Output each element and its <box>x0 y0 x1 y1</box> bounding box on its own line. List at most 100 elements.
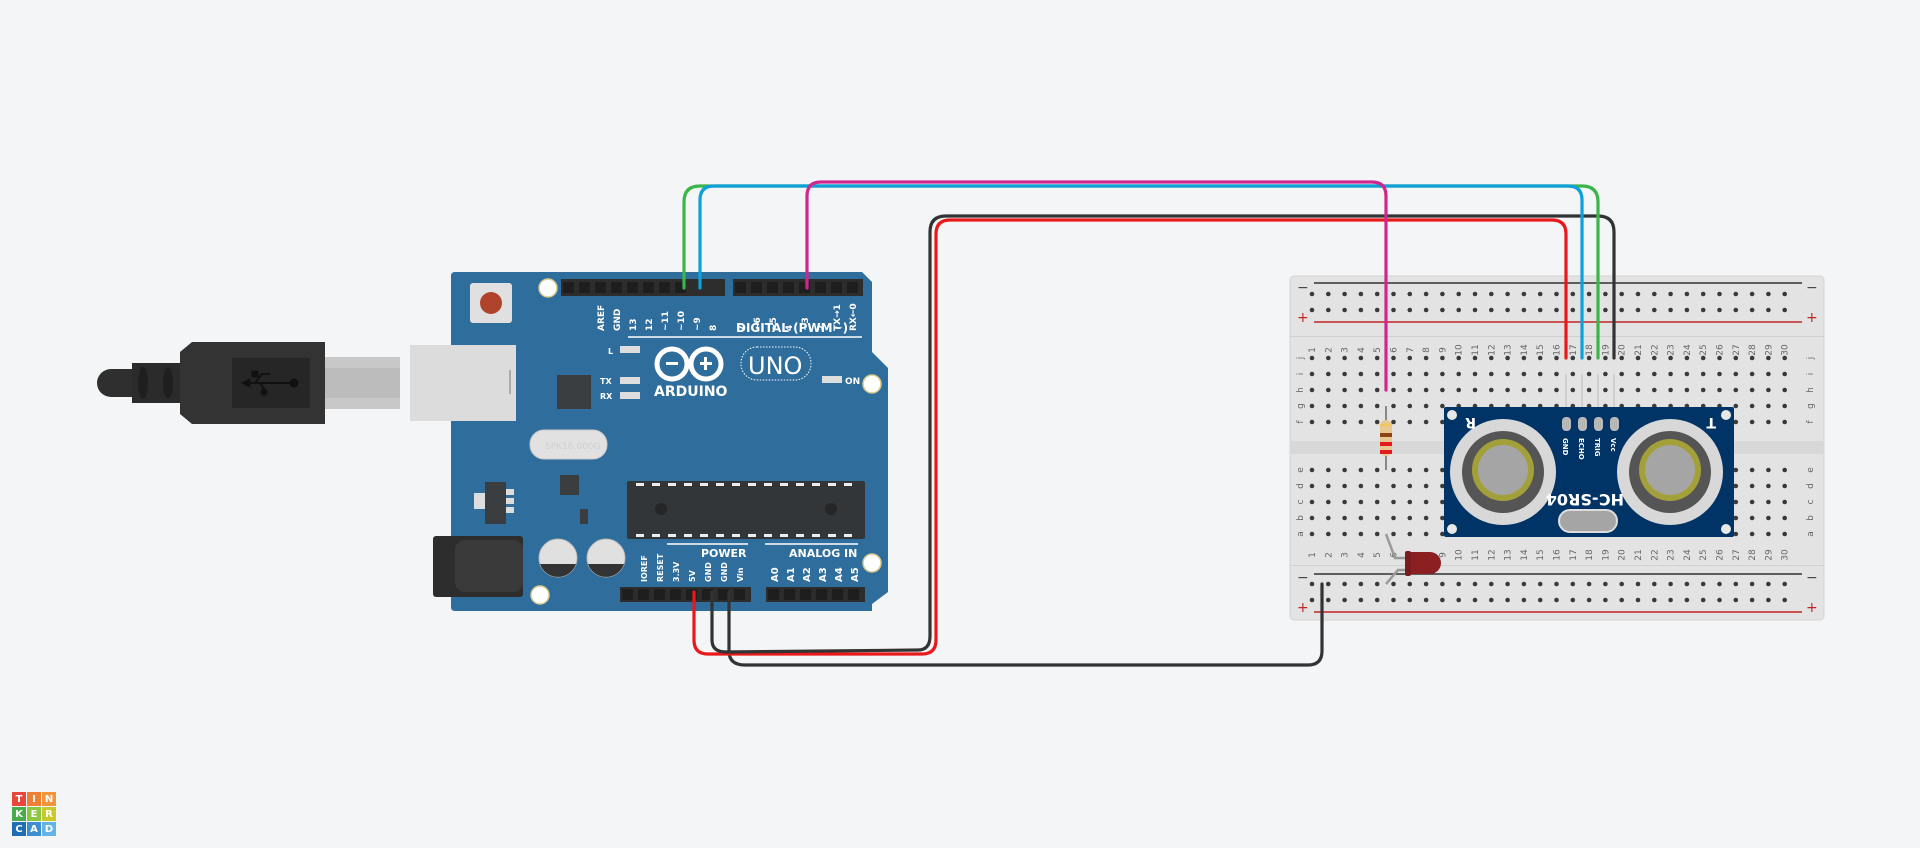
breadboard-hole[interactable] <box>1749 531 1755 537</box>
breadboard-hole[interactable] <box>1407 371 1413 377</box>
header-socket[interactable] <box>563 282 574 293</box>
gnd-sensor-wire[interactable] <box>710 214 1616 654</box>
breadboard-hole[interactable] <box>1407 467 1413 473</box>
breadboard-hole[interactable] <box>1717 387 1722 393</box>
rail-hole[interactable] <box>1554 307 1559 313</box>
breadboard-hole[interactable] <box>1782 355 1787 361</box>
rail-hole[interactable] <box>1766 307 1771 313</box>
sensor-pin[interactable] <box>1610 417 1619 431</box>
breadboard-hole[interactable] <box>1342 515 1347 521</box>
breadboard-hole[interactable] <box>1652 387 1657 393</box>
breadboard-hole[interactable] <box>1586 371 1592 377</box>
breadboard-hole[interactable] <box>1505 387 1510 393</box>
breadboard-hole[interactable] <box>1440 499 1445 505</box>
rail-hole[interactable] <box>1505 291 1510 297</box>
rail-hole[interactable] <box>1570 597 1576 603</box>
breadboard-hole[interactable] <box>1407 515 1413 521</box>
breadboard-hole[interactable] <box>1733 403 1739 409</box>
rail-hole[interactable] <box>1521 581 1527 587</box>
breadboard-hole[interactable] <box>1342 403 1347 409</box>
breadboard-hole[interactable] <box>1326 387 1331 393</box>
breadboard-hole[interactable] <box>1717 371 1722 377</box>
breadboard-hole[interactable] <box>1423 419 1429 425</box>
rail-hole[interactable] <box>1391 597 1396 603</box>
vcc-wire[interactable] <box>692 218 1568 656</box>
rail-hole[interactable] <box>1733 581 1739 587</box>
rail-hole[interactable] <box>1635 307 1641 313</box>
header-socket[interactable] <box>622 589 633 600</box>
breadboard-hole[interactable] <box>1782 515 1787 521</box>
rail-hole[interactable] <box>1358 581 1364 587</box>
rail-hole[interactable] <box>1537 291 1543 297</box>
rail-hole[interactable] <box>1374 307 1380 313</box>
rail-hole[interactable] <box>1619 291 1624 297</box>
breadboard-hole[interactable] <box>1391 499 1396 505</box>
breadboard-hole[interactable] <box>1586 387 1592 393</box>
header-socket[interactable] <box>579 282 590 293</box>
breadboard-hole[interactable] <box>1570 371 1576 377</box>
breadboard-hole[interactable] <box>1342 531 1347 537</box>
rail-hole[interactable] <box>1782 291 1787 297</box>
breadboard-hole[interactable] <box>1374 387 1380 393</box>
breadboard-hole[interactable] <box>1668 371 1673 377</box>
rail-hole[interactable] <box>1489 307 1494 313</box>
rail-hole[interactable] <box>1423 291 1429 297</box>
rail-hole[interactable] <box>1554 291 1559 297</box>
header-socket[interactable] <box>799 282 810 293</box>
rail-hole[interactable] <box>1440 307 1445 313</box>
breadboard-hole[interactable] <box>1423 467 1429 473</box>
breadboard-hole[interactable] <box>1342 499 1347 505</box>
rail-hole[interactable] <box>1766 597 1771 603</box>
rail-hole[interactable] <box>1521 291 1527 297</box>
rail-hole[interactable] <box>1652 291 1657 297</box>
breadboard-hole[interactable] <box>1440 355 1445 361</box>
breadboard-hole[interactable] <box>1472 371 1478 377</box>
header-socket[interactable] <box>638 589 649 600</box>
rail-hole[interactable] <box>1586 581 1592 587</box>
breadboard-hole[interactable] <box>1309 387 1315 393</box>
breadboard-hole[interactable] <box>1782 419 1787 425</box>
rail-hole[interactable] <box>1391 291 1396 297</box>
rail-hole[interactable] <box>1668 291 1673 297</box>
rail-hole[interactable] <box>1374 581 1380 587</box>
breadboard-hole[interactable] <box>1440 531 1445 537</box>
header-socket[interactable] <box>783 282 794 293</box>
header-socket[interactable] <box>847 282 858 293</box>
rail-hole[interactable] <box>1537 581 1543 587</box>
breadboard-hole[interactable] <box>1358 355 1364 361</box>
breadboard-hole[interactable] <box>1407 387 1413 393</box>
breadboard-hole[interactable] <box>1342 419 1347 425</box>
rail-hole[interactable] <box>1309 307 1315 313</box>
rail-hole[interactable] <box>1619 307 1624 313</box>
breadboard-hole[interactable] <box>1489 371 1494 377</box>
breadboard-hole[interactable] <box>1733 419 1739 425</box>
rail-hole[interactable] <box>1521 307 1527 313</box>
rail-hole[interactable] <box>1733 307 1739 313</box>
rail-hole[interactable] <box>1440 291 1445 297</box>
breadboard-hole[interactable] <box>1766 387 1771 393</box>
breadboard-hole[interactable] <box>1635 387 1641 393</box>
breadboard-hole[interactable] <box>1358 371 1364 377</box>
breadboard-hole[interactable] <box>1782 531 1787 537</box>
header-socket[interactable] <box>735 282 746 293</box>
breadboard-hole[interactable] <box>1440 387 1445 393</box>
sensor-pin[interactable] <box>1562 417 1571 431</box>
breadboard-hole[interactable] <box>1358 387 1364 393</box>
breadboard-hole[interactable] <box>1619 371 1624 377</box>
breadboard-hole[interactable] <box>1456 355 1461 361</box>
breadboard-hole[interactable] <box>1326 531 1331 537</box>
breadboard-hole[interactable] <box>1766 419 1771 425</box>
rail-hole[interactable] <box>1309 581 1315 587</box>
rail-hole[interactable] <box>1472 307 1478 313</box>
breadboard-hole[interactable] <box>1407 483 1413 489</box>
rail-hole[interactable] <box>1586 597 1592 603</box>
rail-hole[interactable] <box>1684 307 1690 313</box>
rail-hole[interactable] <box>1733 291 1739 297</box>
breadboard-hole[interactable] <box>1537 355 1543 361</box>
breadboard-hole[interactable] <box>1505 355 1510 361</box>
header-socket[interactable] <box>627 282 638 293</box>
breadboard-hole[interactable] <box>1472 387 1478 393</box>
breadboard-hole[interactable] <box>1326 371 1331 377</box>
rail-hole[interactable] <box>1472 581 1478 587</box>
breadboard-hole[interactable] <box>1652 355 1657 361</box>
